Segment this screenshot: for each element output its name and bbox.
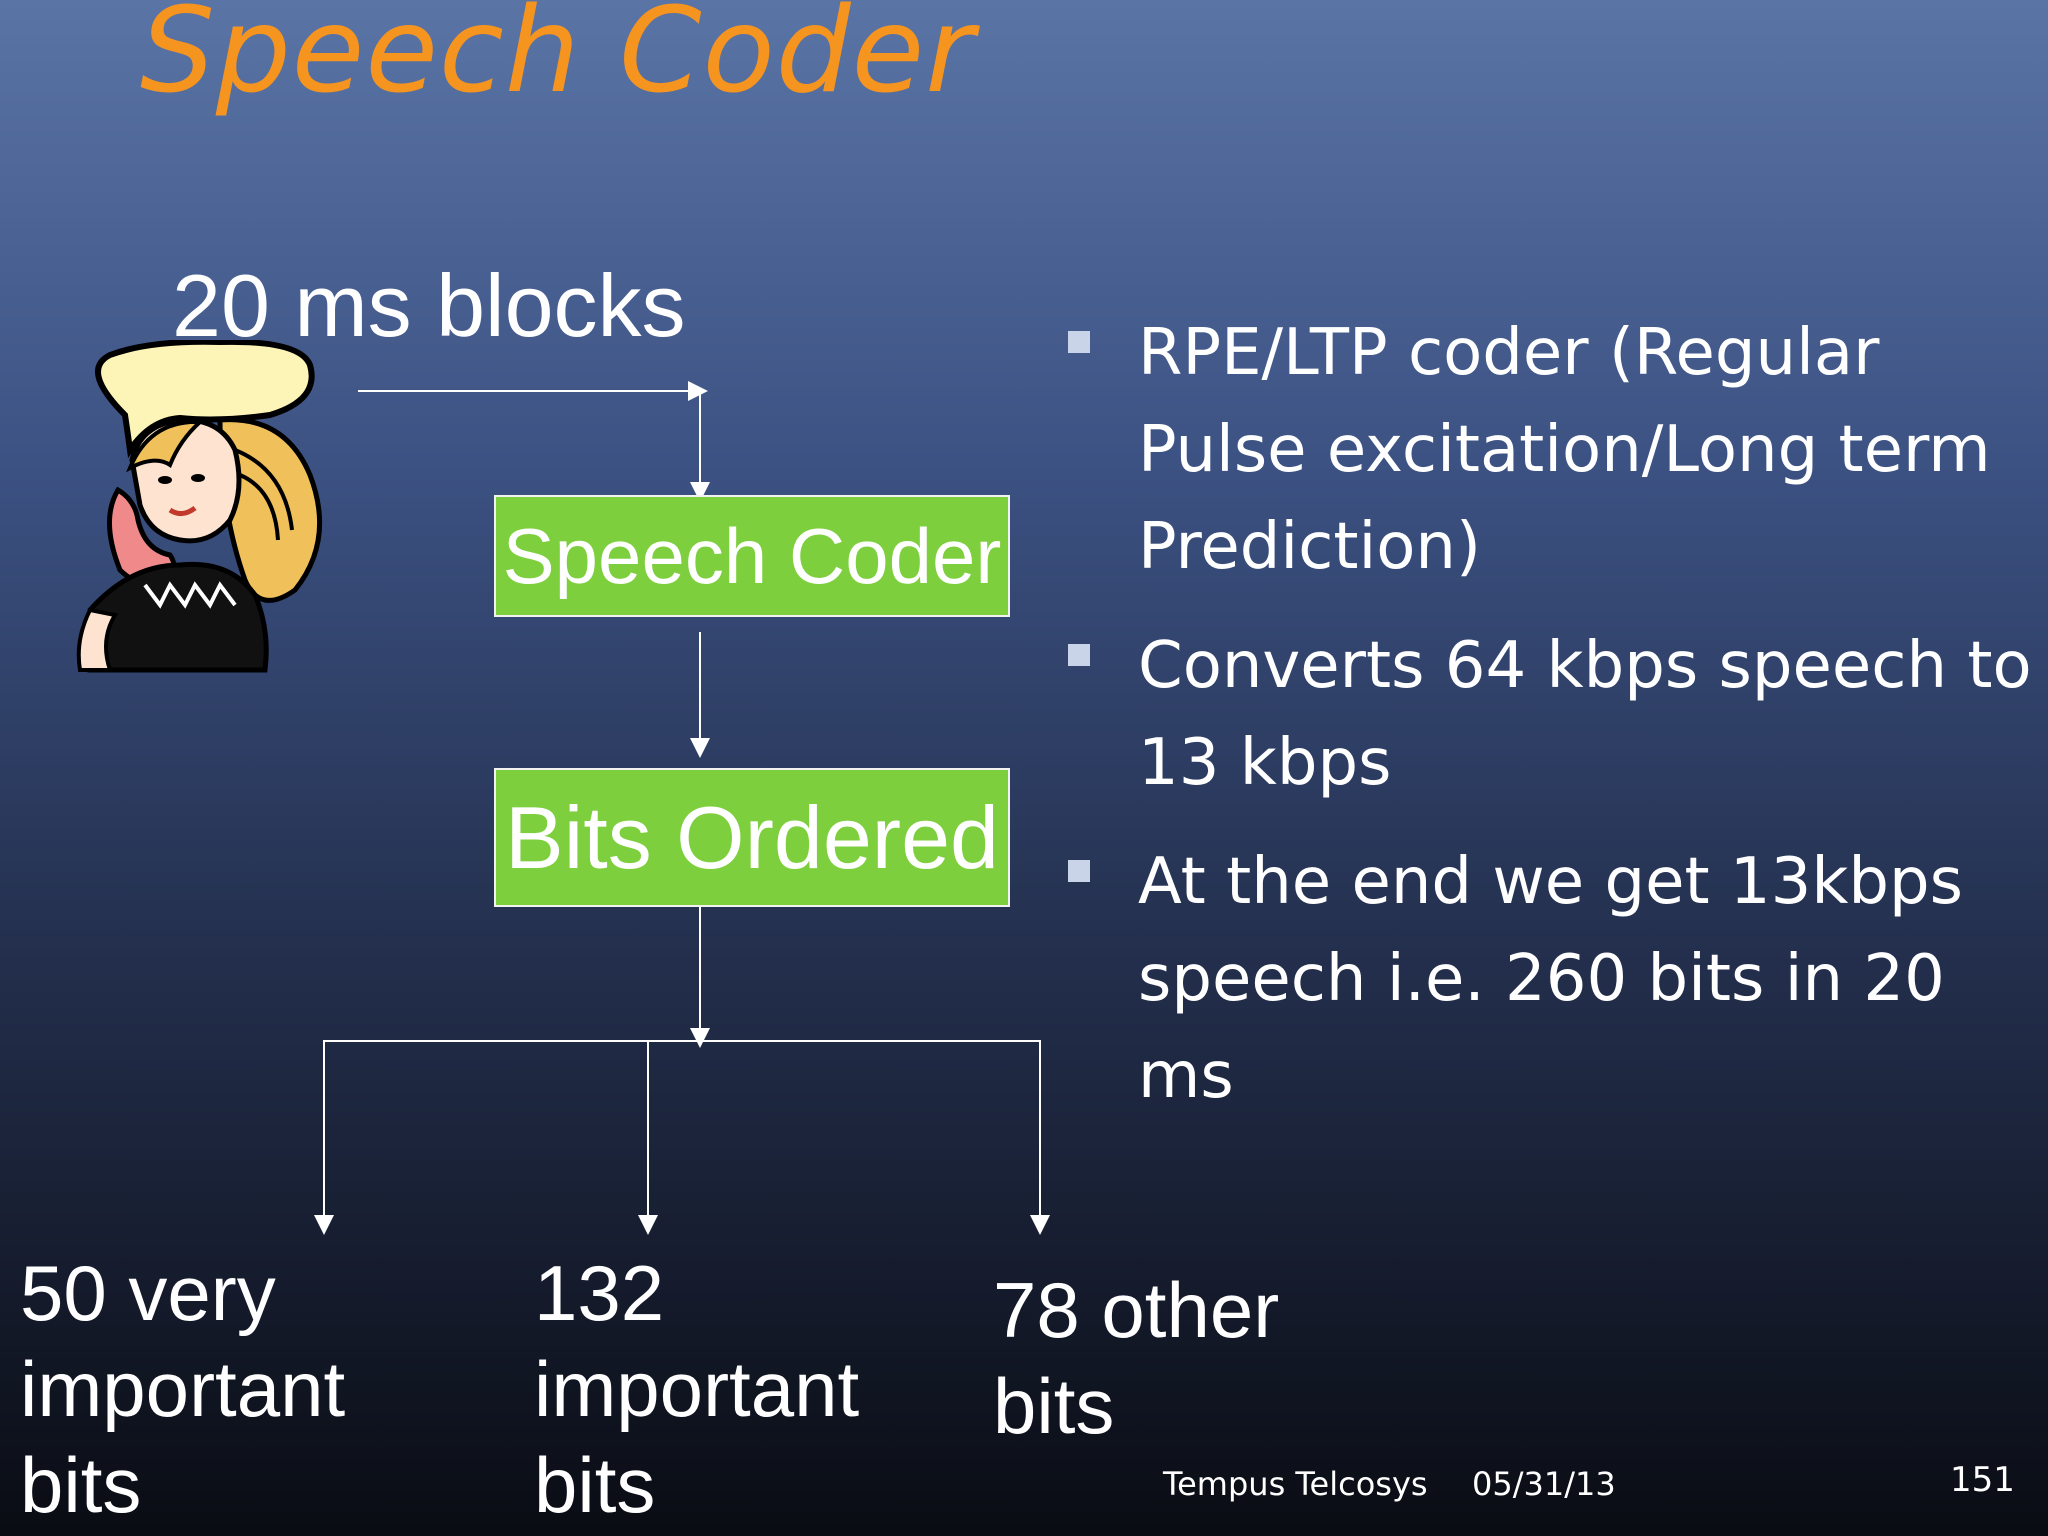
slide-title: Speech Coder [140, 0, 975, 119]
bullet-text: RPE/LTP coder (Regular Pulse excitation/… [1138, 316, 1991, 584]
input-label: 20 ms blocks [172, 256, 686, 355]
bits-ordered-box: Bits Ordered [494, 768, 1010, 907]
footer-date: 05/31/13 [1472, 1465, 1616, 1503]
bullet-square-icon [1068, 644, 1090, 666]
output-important-bits: 132 important bits [534, 1249, 860, 1529]
speech-coder-box: Speech Coder [494, 495, 1010, 617]
bullet-item: Converts 64 kbps speech to 13 kbps [1060, 618, 2035, 812]
output-very-important-bits: 50 very important bits [20, 1249, 346, 1529]
woman-on-phone-with-speech-bubble-icon [76, 340, 323, 673]
bullet-square-icon [1068, 860, 1090, 882]
footer-organization: Tempus Telcosys [1163, 1465, 1428, 1503]
slide-number: 151 [1950, 1460, 2015, 1500]
output-other-bits: 78 other bits [993, 1266, 1280, 1450]
bullet-item: At the end we get 13kbps speech i.e. 260… [1060, 834, 2035, 1125]
bullet-text: At the end we get 13kbps speech i.e. 260… [1138, 845, 1963, 1113]
bullet-item: RPE/LTP coder (Regular Pulse excitation/… [1060, 305, 2035, 596]
bullet-square-icon [1068, 331, 1090, 353]
bullet-list: RPE/LTP coder (Regular Pulse excitation/… [1060, 305, 2035, 1147]
bullet-text: Converts 64 kbps speech to 13 kbps [1138, 629, 2032, 800]
